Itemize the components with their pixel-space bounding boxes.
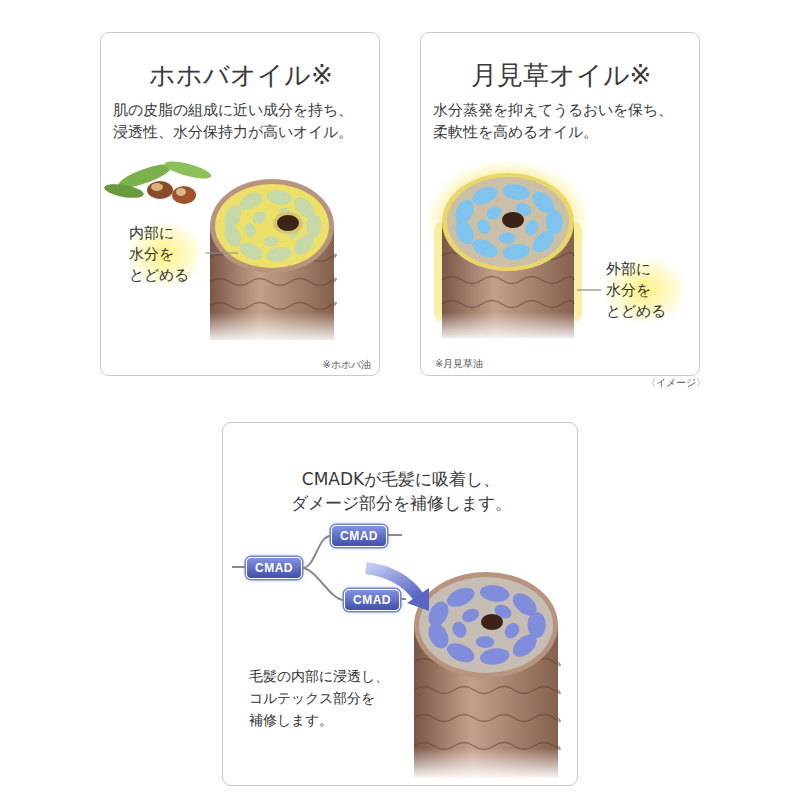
callout-text: 毛髪の内部に浸透し、 コルテックス部分を 補修します。 [249, 665, 409, 731]
footnote: ※ホホバ油 [291, 359, 371, 371]
hair-cross-section [447, 177, 569, 267]
panel-description: 水分蒸発を抑えてうるおいを保ち、 柔軟性を高めるオイル。 [433, 99, 695, 143]
cmad-pill: CMAD [246, 557, 302, 579]
branch-stub-line [399, 598, 406, 600]
info-panel: ホホバオイル※ 肌の皮脂の組成に近い成分を持ち、 浸透性、水分保持力が高いオイル。… [100, 32, 380, 376]
branch-line [302, 536, 331, 568]
callout-text: 外部に 水分を とどめる [606, 259, 684, 322]
cmad-pill: CMAD [331, 525, 387, 547]
jojoba-plant [103, 158, 212, 204]
hair-cross-section [414, 687, 560, 694]
jojoba-plant [151, 183, 163, 191]
hair-cross-section [425, 583, 546, 666]
leader-line [205, 252, 238, 253]
hair-cross-section [215, 184, 329, 268]
hair-cross-section [430, 312, 586, 342]
hair-cross-section [414, 715, 560, 722]
hair-cross-section [205, 312, 340, 344]
leader-line [577, 289, 601, 290]
panel-title: ホホバオイル※ [101, 59, 381, 91]
pill-label: CMAD [255, 561, 293, 575]
hair-cross-section [442, 277, 574, 284]
branch-stub-line [386, 534, 402, 536]
hair-cross-section [424, 158, 592, 342]
jojoba-plant [147, 181, 173, 199]
hair-cross-section [408, 572, 564, 780]
penetration-arrow [407, 588, 429, 611]
pill-label: CMAD [340, 529, 378, 543]
hair-cross-section [210, 179, 334, 273]
hair-cross-section [277, 215, 299, 231]
footnote: ※月見草油 [435, 358, 515, 370]
hair-cross-section [205, 179, 340, 344]
hair-cross-section [414, 572, 558, 678]
hair-cross-section [452, 182, 563, 261]
jojoba-plant [172, 186, 196, 204]
jojoba-plant [176, 188, 186, 196]
info-panel: 月見草オイル※ 水分蒸発を抑えてうるおいを保ち、 柔軟性を高めるオイル。外部に 水… [420, 32, 700, 376]
hair-cross-section [210, 303, 336, 310]
info-panel: CMADKが毛髪に吸着し、 ダメージ部分を補修します。毛髪の内部に浸透し、 コル… [222, 422, 578, 786]
hair-cross-section [273, 212, 303, 234]
hair-cross-section [442, 173, 574, 271]
panel-description: 肌の皮脂の組成に近い成分を持ち、 浸透性、水分保持力が高いオイル。 [113, 99, 375, 143]
panel-title: CMADKが毛髪に吸着し、 ダメージ部分を補修します。 [233, 467, 569, 515]
cmad-pill: CMAD [344, 589, 400, 611]
hair-cross-section [408, 748, 564, 780]
hair-cross-section [442, 301, 574, 308]
jojoba-plant [163, 158, 212, 182]
callout-text: 内部に 水分を とどめる [129, 223, 201, 286]
branch-line [302, 568, 344, 600]
hair-cross-section [210, 279, 336, 286]
hair-cross-section [221, 189, 321, 264]
branch-stub-line [232, 566, 245, 568]
pill-label: CMAD [353, 593, 391, 607]
jojoba-plant [103, 182, 144, 201]
hair-cross-section [419, 577, 553, 673]
hair-cross-section [481, 614, 503, 630]
hair-cross-section [502, 212, 524, 228]
image-note: 〈イメージ〉 [620, 377, 706, 389]
panel-title: 月見草オイル※ [421, 59, 701, 91]
